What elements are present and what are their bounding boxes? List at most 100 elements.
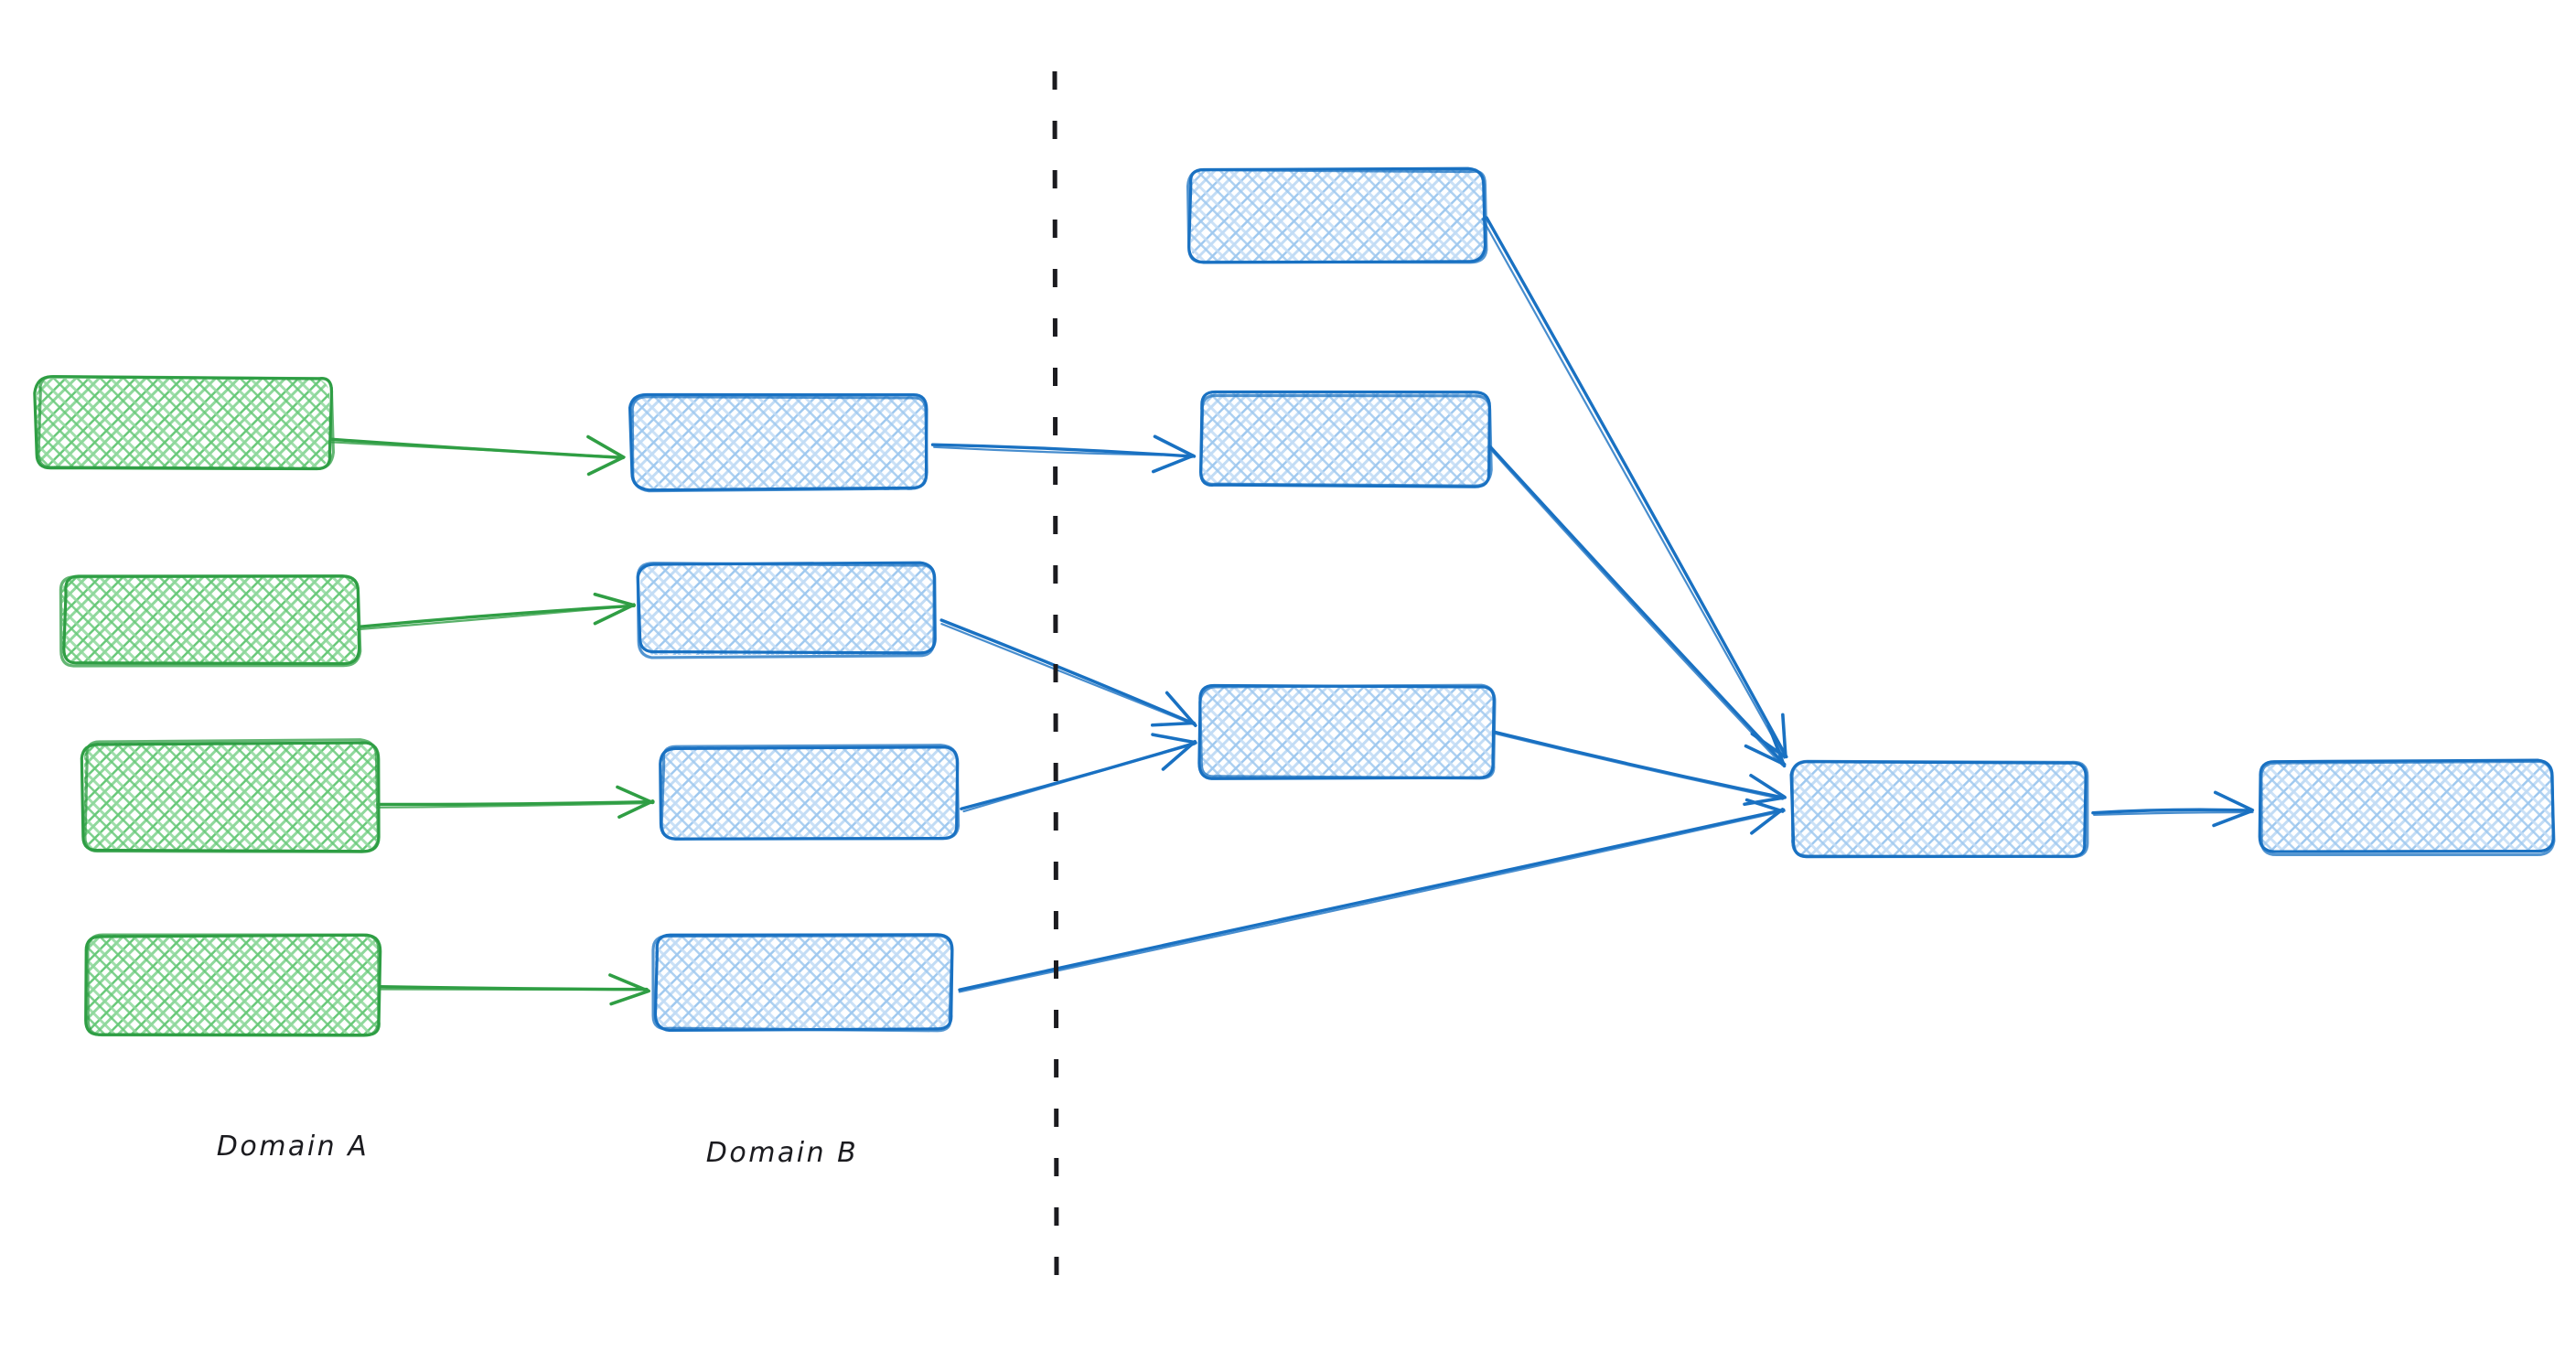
node-fill-a3 [84,743,377,851]
node-a2[interactable] [59,574,362,668]
edge-arrowhead [608,973,649,992]
node-m2[interactable] [636,561,937,659]
edges-layer [328,216,2255,1006]
node-fill-b2 [1200,393,1489,485]
edge-b3-to-c1[interactable] [1492,730,1787,807]
edge-arrowhead [1781,713,1787,758]
edge-line [1485,216,1788,759]
edge-arrowhead [593,592,636,607]
node-outline-a1 [37,374,335,470]
edge-arrowhead [1151,733,1197,745]
edge-m1-to-b2[interactable] [930,434,1197,474]
node-fill-m3 [660,746,957,838]
node-outline-c2 [2259,759,2556,857]
node-outline-m4 [651,934,954,1033]
edge-line [933,445,1195,457]
node-fill-a4 [87,935,380,1035]
edge-arrowhead [609,989,650,1006]
node-b2[interactable] [1199,390,1493,488]
edge-line [960,741,1197,810]
edge-arrowhead [2213,790,2255,812]
node-b3[interactable] [1197,683,1497,780]
node-a4[interactable] [84,933,382,1037]
node-fill-c1 [1791,761,2086,856]
node-outline-m2 [636,562,936,659]
edge-line [1487,446,1784,766]
node-outline-a3 [83,738,381,853]
node-fill-a2 [62,576,357,664]
edge-m4-to-c1[interactable] [958,798,1786,993]
edge-line [376,801,655,809]
node-fill-a1 [37,379,329,468]
node-fill-m2 [640,563,935,655]
edge-line [1481,218,1786,759]
node-m3[interactable] [659,744,961,841]
edge-line [940,623,1196,726]
edge-arrowhead [586,434,626,459]
edge-arrowhead [1749,773,1787,799]
node-fill-m4 [655,935,951,1030]
node-m1[interactable] [628,392,928,493]
edge-line [356,605,635,631]
edge-line [1488,445,1787,766]
node-fill-b3 [1200,686,1493,777]
node-a1[interactable] [33,374,335,471]
edge-line [376,799,655,807]
node-a3[interactable] [80,738,381,853]
edge-arrowhead [1750,808,1785,835]
edge-line [939,618,1197,726]
label-domain-b: Domain B [706,1137,859,1169]
domain-divider-line [1052,70,1059,1283]
edge-b2-to-c1[interactable] [1487,445,1787,768]
edge-a2-to-m2[interactable] [356,592,636,631]
edge-line [379,988,649,991]
node-fill-b1 [1191,168,1484,262]
edge-arrowhead [2212,809,2253,828]
labels-layer: Domain A Domain B [217,1131,859,1169]
edge-arrowhead [1150,721,1196,727]
edge-line [2091,808,2254,815]
edge-line [962,743,1196,813]
edge-arrowhead [616,785,654,805]
divider-layer [1052,70,1059,1283]
node-outline-b2 [1199,393,1493,488]
edge-m3-to-b3[interactable] [960,733,1197,813]
edge-arrowhead [617,799,655,820]
nodes-layer [33,166,2556,1037]
edge-arrowhead [1161,739,1197,771]
edge-c1-to-c2[interactable] [2091,790,2255,828]
edge-m2-to-b3[interactable] [939,618,1197,727]
node-c1[interactable] [1789,759,2089,859]
edge-arrowhead [1744,744,1787,766]
node-outline-a2 [59,574,362,668]
node-b1[interactable] [1186,166,1488,264]
node-m4[interactable] [651,933,954,1033]
node-outline-a4 [86,933,381,1037]
edge-line [1492,730,1786,799]
edge-line [958,808,1786,991]
edge-arrowhead [1151,454,1195,474]
node-fill-m1 [631,395,926,490]
edge-a1-to-m1[interactable] [328,434,626,477]
edge-arrowhead [593,603,636,626]
edge-a4-to-m4[interactable] [378,973,650,1006]
edge-line [1493,732,1784,800]
node-outline-b3 [1198,683,1497,780]
node-outline-b1 [1186,168,1488,264]
edge-a3-to-m3[interactable] [376,785,655,820]
node-outline-m1 [630,395,928,493]
edge-arrowhead [586,456,625,477]
node-outline-c1 [1790,759,2089,859]
edge-line [331,441,626,458]
edge-arrowhead [1766,724,1787,768]
edge-arrowhead [1153,434,1197,458]
edge-line [958,809,1786,993]
edge-arrowhead [1165,691,1197,727]
node-fill-c2 [2259,761,2552,852]
edge-line [2093,810,2254,817]
edge-arrowhead [1743,796,1787,807]
node-c2[interactable] [2258,758,2556,857]
label-domain-a: Domain A [217,1131,369,1163]
